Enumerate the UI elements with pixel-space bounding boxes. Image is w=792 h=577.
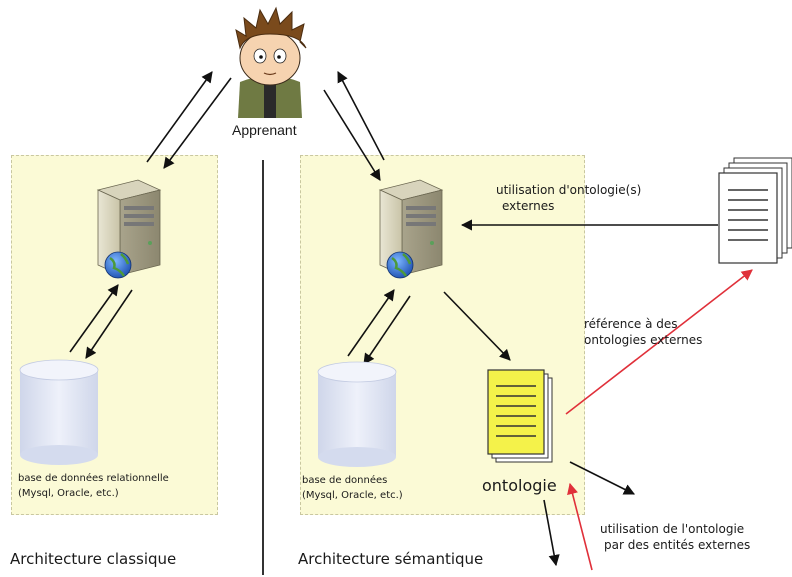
divider-line bbox=[262, 160, 264, 575]
usage-note-line1: utilisation de l'ontologie bbox=[600, 522, 745, 536]
external-use-note-line2: externes bbox=[502, 199, 555, 213]
semantic-architecture-caption: Architecture sémantique bbox=[298, 550, 484, 568]
classic-server-icon bbox=[96, 179, 162, 279]
semantic-database-icon bbox=[317, 361, 397, 467]
reference-note-line2: ontologies externes bbox=[584, 333, 703, 347]
semantic-db-label-line2: (Mysql, Oracle, etc.) bbox=[302, 490, 403, 501]
ontology-document-icon bbox=[487, 369, 553, 463]
classic-database-icon bbox=[19, 359, 99, 465]
usage-note-line2: par des entités externes bbox=[604, 538, 751, 552]
apprenant-avatar bbox=[235, 6, 307, 118]
external-usage-red-arrow bbox=[567, 482, 593, 571]
user-server-arrows bbox=[146, 71, 385, 181]
ontology-usage-arrows bbox=[543, 461, 636, 567]
semantic-db-label-line1: base de données bbox=[302, 475, 388, 486]
semantic-server-icon bbox=[378, 179, 444, 279]
classic-db-label-line1: base de données relationnelle bbox=[18, 473, 169, 484]
ontology-label: ontologie bbox=[482, 476, 557, 495]
external-ontologies-icon bbox=[718, 157, 792, 264]
apprenant-label: Apprenant bbox=[232, 122, 297, 138]
reference-arrow bbox=[565, 269, 753, 415]
classic-db-label-line2: (Mysql, Oracle, etc.) bbox=[18, 488, 119, 499]
reference-note-line1: référence à des bbox=[584, 317, 678, 331]
server-db-arrows bbox=[69, 284, 511, 365]
external-use-note-line1: utilisation d'ontologie(s) bbox=[496, 183, 642, 197]
classic-architecture-caption: Architecture classique bbox=[10, 550, 177, 568]
